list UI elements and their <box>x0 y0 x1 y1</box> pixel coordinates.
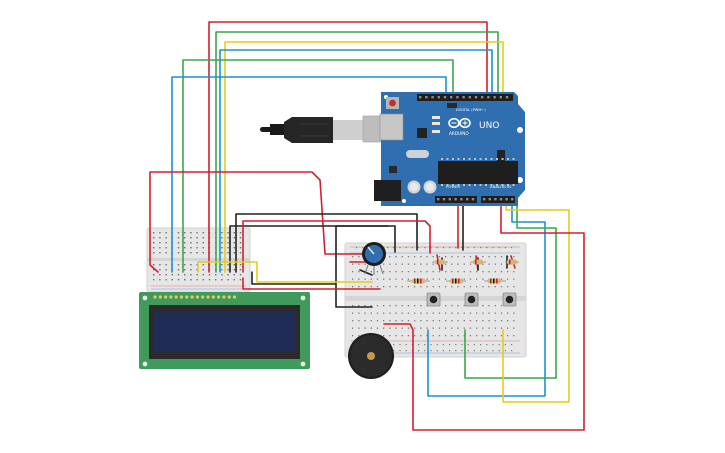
resistor <box>484 278 506 284</box>
wire-black-4 <box>335 283 373 308</box>
push-button[interactable] <box>426 292 441 307</box>
push-buttons <box>426 292 517 307</box>
analog-pin-header <box>437 198 514 201</box>
power-label: POWER <box>446 184 460 189</box>
digital-header-label: DIGITAL (PWM~) <box>456 108 486 112</box>
wire-green-mid <box>182 59 454 273</box>
push-button[interactable] <box>502 292 517 307</box>
wire-yellow-top <box>224 41 504 273</box>
wire-blue-top <box>219 49 493 273</box>
wire-red-left-loop <box>149 171 363 273</box>
wire-red-pot <box>242 220 431 273</box>
potentiometer[interactable] <box>362 242 386 275</box>
wire-green-top <box>215 31 499 273</box>
lcd-screen <box>154 311 295 351</box>
resistor <box>407 278 430 284</box>
usb-cable <box>260 115 386 143</box>
wire-black-1 <box>235 213 418 273</box>
piezo-buzzer <box>348 333 394 379</box>
resistor <box>446 278 466 284</box>
lcd-display <box>139 292 310 369</box>
analog-label: ANALOG IN <box>490 184 511 189</box>
wire-red-rail <box>242 277 381 290</box>
digital-pin-header <box>419 96 509 99</box>
resistor <box>432 259 448 265</box>
lcd-pin-header <box>153 295 237 299</box>
wire-yellow-pot <box>197 261 373 283</box>
wire-red-top <box>208 21 488 273</box>
wire-black-2 <box>229 225 396 273</box>
arduino-uno-board: UNO ARDUINO DIGITAL (PWM~) POWER ANALOG … <box>374 92 525 206</box>
wire-blue-mid <box>171 76 447 273</box>
board-brand-label: ARDUINO <box>449 131 469 136</box>
resistor <box>470 259 486 265</box>
left-breadboard <box>146 227 251 293</box>
board-model-label: UNO <box>479 121 499 131</box>
potentiometer-leg <box>364 264 369 275</box>
push-button[interactable] <box>464 292 479 307</box>
resistors <box>407 259 519 284</box>
wire-red-bottom <box>383 202 585 431</box>
arduino-logo <box>448 117 471 129</box>
wire-yellow-bottom <box>502 202 570 403</box>
wire-green-bottom <box>464 202 557 379</box>
potentiometer-leg <box>379 264 384 275</box>
wire-blue-bottom <box>427 202 546 397</box>
resistor <box>505 259 519 265</box>
